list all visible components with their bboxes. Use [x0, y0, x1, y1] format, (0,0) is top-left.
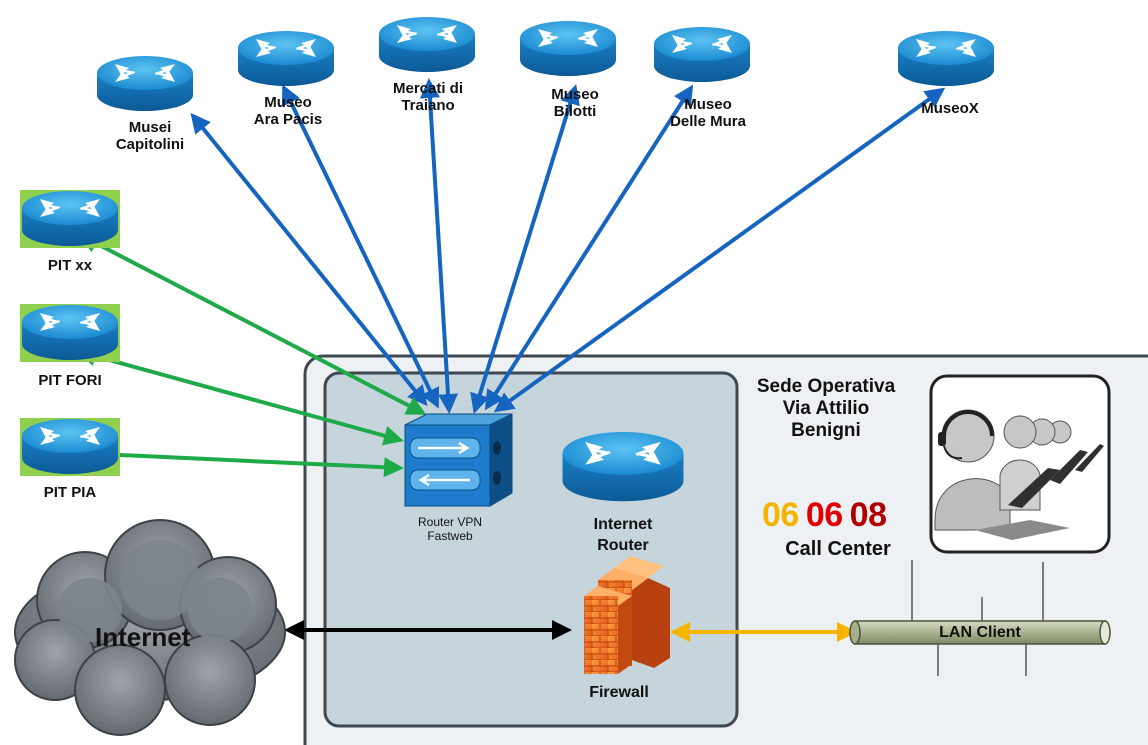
- phone-part-2: 06: [805, 496, 843, 534]
- pit-links: [74, 234, 427, 478]
- phone-part-1: 06: [762, 496, 799, 534]
- router-icon-pit-fori: [22, 305, 118, 360]
- link-pit-fori: [76, 346, 404, 446]
- router-icon-museox: [898, 31, 994, 86]
- museum-label-museox: MuseoX: [921, 100, 979, 117]
- router-icon-mercati-traiano: [379, 17, 475, 72]
- lan-label: LAN Client: [939, 624, 1021, 641]
- router-icon-museo-ara-pacis: [238, 31, 334, 86]
- router-icon-museo-bilotti: [520, 21, 616, 76]
- pit-label-pia: PIT PIA: [43, 484, 97, 501]
- link-pit-xx: [78, 234, 427, 415]
- pit-label-fori: PIT FORI: [38, 372, 102, 389]
- link-pit-pia: [74, 443, 404, 478]
- router-icon-internet-router: [562, 431, 684, 502]
- router-icon-museo-delle-mura: [654, 27, 750, 82]
- operators-icon: [934, 409, 1104, 540]
- pit-label-xx: PIT xx: [47, 257, 93, 274]
- router-icon-musei-capitolini: [97, 56, 193, 111]
- router-icon-pit-xx: [22, 191, 118, 246]
- call-center-label: Call Center: [785, 538, 891, 560]
- lan-bus: [849, 620, 1111, 645]
- link-museox: [493, 87, 946, 413]
- router-icon-pit-pia: [22, 419, 118, 474]
- firewall-label: Firewall: [589, 684, 649, 701]
- vpn-router-icon: [404, 413, 513, 507]
- firewall-icon: [584, 556, 670, 674]
- lan-drops: [911, 560, 1044, 676]
- internet-label: Internet: [95, 622, 191, 652]
- phone-part-3: 08: [849, 496, 887, 534]
- link-mercati-traiano: [419, 78, 459, 414]
- link-musei-capitolini: [190, 112, 428, 407]
